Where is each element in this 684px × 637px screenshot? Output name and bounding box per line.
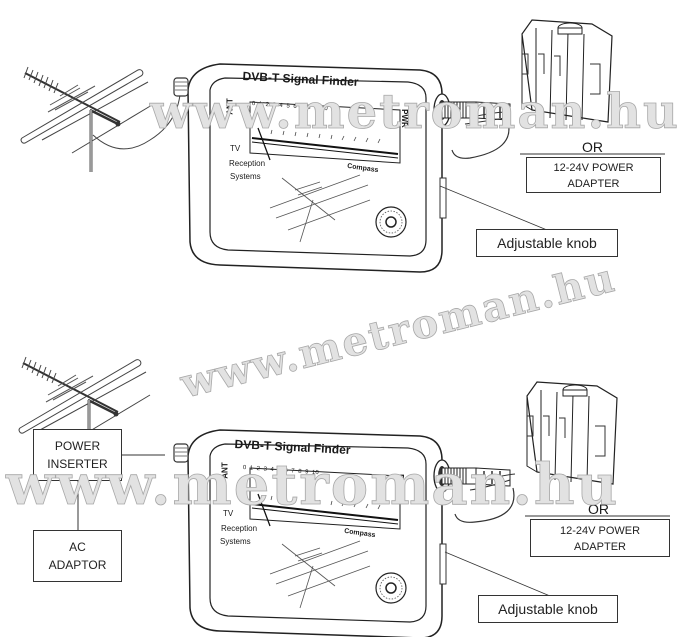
- top-signal-finder-device: [173, 63, 511, 273]
- ac-adaptor-box: AC ADAPTOR: [33, 530, 122, 582]
- scale-tick: 3: [263, 466, 268, 473]
- bottom-panel-text-systems: Systems: [220, 537, 251, 546]
- scale-tick: 9: [313, 105, 318, 112]
- top-ant-label: ANT: [225, 98, 235, 115]
- scale-tick: 4: [270, 466, 275, 474]
- power-inserter-line2: INSERTER: [47, 457, 108, 471]
- bottom-power-adapter-line1: 12-24V POWER: [559, 525, 641, 537]
- scale-tick: 10: [320, 105, 328, 113]
- bottom-battery-pack: [526, 381, 618, 485]
- scale-tick: 5: [286, 103, 290, 110]
- top-panel-text-systems: Systems: [230, 172, 261, 181]
- top-adjustable-knob-box: Adjustable knob: [476, 229, 618, 257]
- ac-adaptor-line1: AC: [69, 540, 86, 554]
- top-power-adapter-line1: 12-24V POWER: [553, 162, 634, 174]
- top-panel-text-tv: TV: [230, 144, 241, 153]
- top-battery-pack: [521, 19, 613, 123]
- bottom-power-adapter-box: 12-24V POWER ADAPTER: [530, 519, 670, 557]
- bottom-adjustable-knob-box: Adjustable knob: [478, 595, 618, 623]
- scale-tick: 6: [284, 467, 288, 475]
- scale-tick: 2: [265, 101, 270, 109]
- scale-tick: 0: [251, 101, 256, 108]
- power-inserter-box: POWER INSERTER: [33, 429, 122, 481]
- scale-tick: 0: [242, 465, 247, 472]
- scale-tick: 5: [277, 467, 281, 474]
- top-power-adapter-box: 12-24V POWER ADAPTER: [526, 157, 661, 193]
- top-pwr-label: PWR: [399, 109, 409, 128]
- scale-tick: 8: [297, 468, 302, 476]
- bottom-power-adapter-line2: ADAPTER: [574, 541, 626, 553]
- bottom-pwr-label: PWR: [395, 474, 405, 493]
- scale-tick: 7: [300, 104, 304, 111]
- scale-tick: 7: [291, 468, 295, 475]
- top-or-label: OR: [582, 139, 603, 155]
- bottom-signal-finder-device: [173, 429, 511, 637]
- bottom-panel-text-tv: TV: [223, 509, 234, 518]
- scale-tick: 1: [258, 101, 263, 108]
- scale-tick: 6: [293, 103, 297, 111]
- bottom-panel-text-reception: Reception: [221, 524, 258, 533]
- top-panel-text-reception: Reception: [229, 159, 266, 168]
- top-antenna: [19, 65, 154, 174]
- scale-tick: 1: [249, 465, 254, 472]
- scale-tick: 8: [306, 104, 311, 112]
- scale-tick: 9: [304, 469, 309, 476]
- power-inserter-line1: POWER: [54, 439, 101, 453]
- scale-tick: 3: [272, 102, 277, 109]
- scale-tick: 10: [311, 469, 319, 477]
- bottom-ant-label: ANT: [220, 462, 230, 479]
- bottom-or-label: OR: [588, 501, 609, 517]
- scale-tick: 4: [279, 102, 284, 110]
- scale-tick: 2: [256, 465, 261, 473]
- ac-adaptor-line2: ADAPTOR: [48, 558, 107, 572]
- top-power-adapter-line2: ADAPTER: [567, 178, 620, 190]
